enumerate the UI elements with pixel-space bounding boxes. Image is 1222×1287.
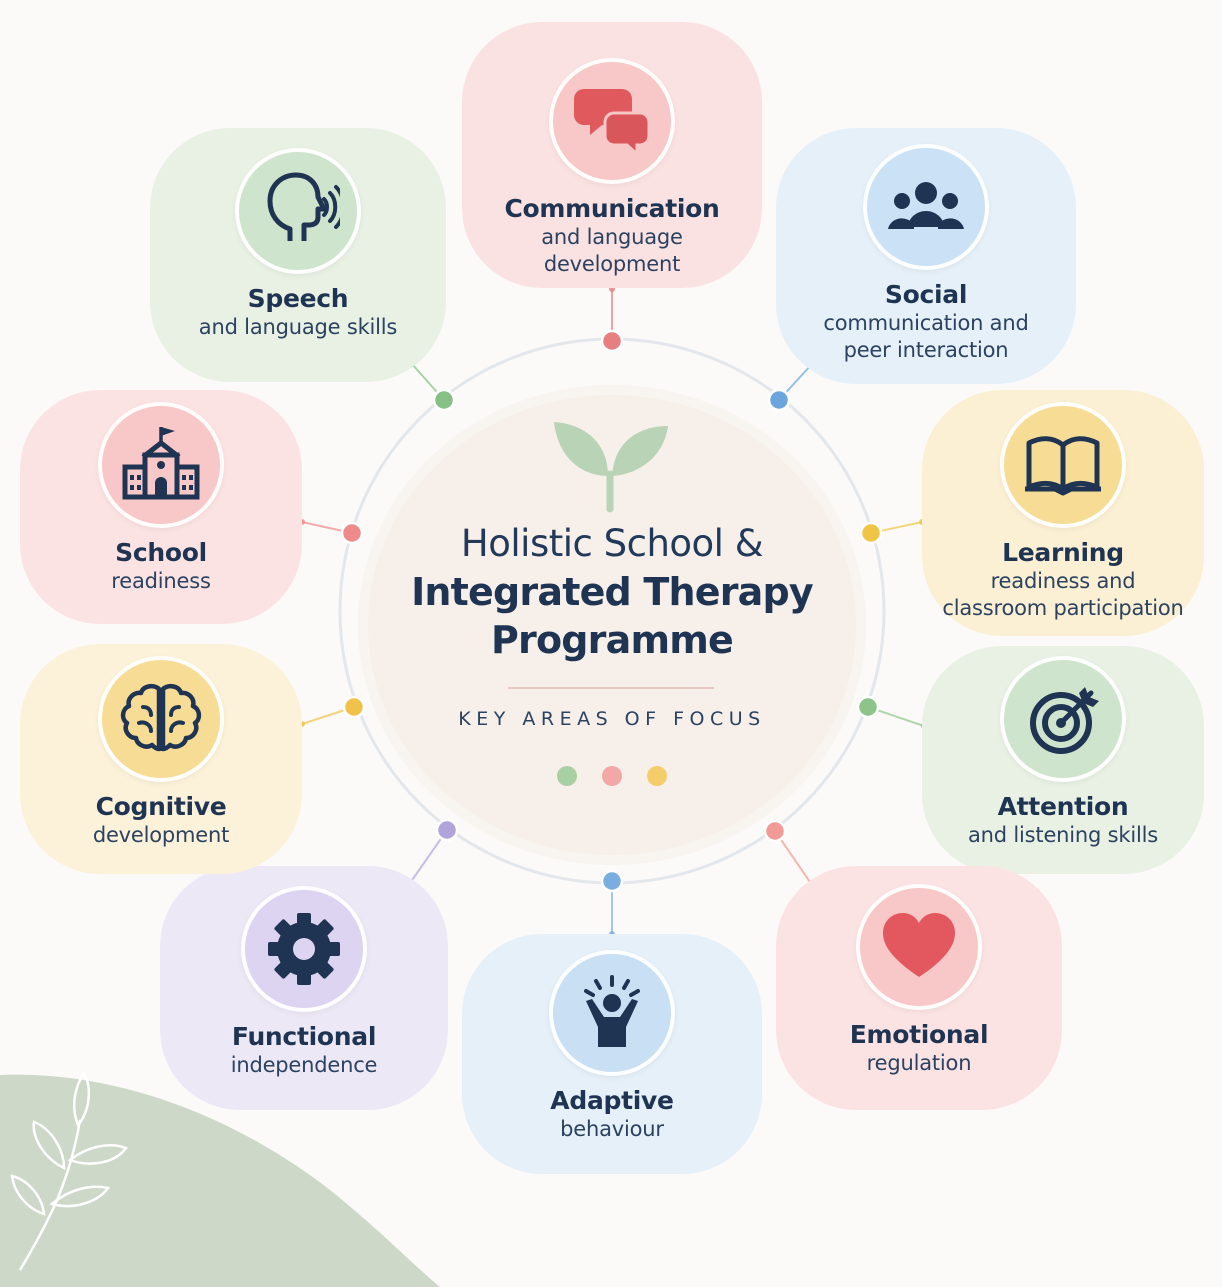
- accent-dot-1: [557, 766, 577, 786]
- focus-title-functional: Functional: [231, 1022, 377, 1051]
- focus-subtitle-social: communication and peer interaction: [823, 311, 1029, 362]
- focus-title-adaptive: Adaptive: [550, 1086, 674, 1115]
- sprout-icon: [554, 422, 668, 513]
- open-book-icon: [1000, 402, 1126, 528]
- node-dot-adaptive: [600, 869, 624, 893]
- node-dot-cognitive: [342, 695, 366, 719]
- node-dot-learning: [859, 521, 883, 545]
- focus-subtitle-attention: and listening skills: [968, 823, 1158, 847]
- cheering-person-icon: [549, 950, 675, 1076]
- corner-blob: [0, 1074, 440, 1287]
- focus-title-attention: Attention: [997, 792, 1129, 821]
- people-group-icon: [863, 144, 989, 270]
- focus-title-learning: Learning: [1002, 538, 1124, 567]
- focus-title-school: School: [115, 538, 207, 567]
- leaf-outline-1: [32, 1120, 66, 1171]
- chat-bubbles-icon: [549, 58, 675, 184]
- node-dot-functional: [435, 818, 459, 842]
- leaf-outline-4: [49, 1185, 111, 1208]
- programme-title: Holistic School & Integrated Therapy Pro…: [368, 520, 856, 664]
- brain-icon: [98, 656, 224, 782]
- connector-functional: [407, 829, 448, 887]
- gear-icon: [241, 886, 367, 1012]
- node-dot-speech: [432, 388, 456, 412]
- target-arrow-icon: [1000, 656, 1126, 782]
- focus-title-emotional: Emotional: [849, 1020, 989, 1049]
- focus-subtitle-emotional: regulation: [866, 1051, 972, 1075]
- focus-title-speech: Speech: [247, 284, 349, 313]
- focus-title-cognitive: Cognitive: [95, 792, 227, 821]
- heart-icon: [856, 884, 982, 1010]
- node-dot-social: [767, 388, 791, 412]
- focus-subtitle-learning: readiness and classroom participation: [942, 569, 1184, 620]
- node-dot-attention: [856, 695, 880, 719]
- speaking-head-icon: [235, 148, 361, 274]
- key-areas-tagline: KEY AREAS OF FOCUS: [458, 708, 766, 730]
- title-line-2: Integrated Therapy: [411, 570, 814, 614]
- title-line-1: Holistic School &: [460, 522, 764, 565]
- focus-subtitle-speech: and language skills: [198, 315, 398, 339]
- focus-title-communication: Communication: [504, 194, 720, 223]
- title-divider: [508, 687, 714, 689]
- focus-title-social: Social: [884, 280, 968, 309]
- leaf-outline-0: [73, 1070, 91, 1128]
- accent-dot-2: [602, 766, 622, 786]
- leaf-outline-2: [67, 1144, 128, 1165]
- node-dot-school: [340, 521, 364, 545]
- focus-subtitle-communication: and language development: [541, 225, 683, 276]
- focus-subtitle-school: readiness: [111, 569, 211, 593]
- node-dot-emotional: [763, 819, 787, 843]
- focus-subtitle-adaptive: behaviour: [560, 1117, 664, 1141]
- focus-subtitle-cognitive: development: [92, 823, 230, 847]
- focus-subtitle-functional: independence: [230, 1053, 378, 1077]
- leaf-outline-3: [10, 1174, 46, 1216]
- title-line-3: Programme: [490, 618, 734, 662]
- school-building-icon: [98, 402, 224, 528]
- accent-dot-3: [647, 766, 667, 786]
- node-dot-communication: [600, 329, 624, 353]
